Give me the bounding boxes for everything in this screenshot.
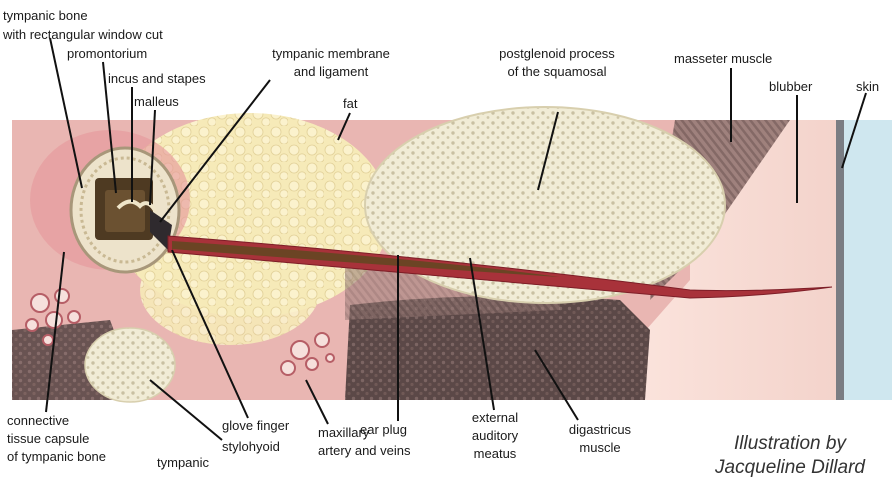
label-ear-plug: ear plug bbox=[360, 422, 407, 437]
label-tympanic: tympanic bbox=[157, 455, 209, 470]
label-malleus: malleus bbox=[134, 94, 179, 109]
label-external-auditory-meatus: external auditory meatus bbox=[462, 410, 528, 461]
label-stylohyoid: stylohyoid bbox=[222, 439, 280, 454]
label-promontorium: promontorium bbox=[67, 46, 147, 61]
label-incus-and-stapes: incus and stapes bbox=[108, 71, 206, 86]
label-connective-tissue-capsule: connective tissue capsule of tympanic bo… bbox=[7, 413, 106, 464]
label-digastricus-muscle: digastricus muscle bbox=[555, 422, 645, 455]
label-tympanic-bone-window: tympanic bone with rectangular window cu… bbox=[3, 8, 163, 42]
skin-layer bbox=[836, 120, 844, 400]
label-fat: fat bbox=[343, 96, 357, 111]
label-postglenoid-process: postglenoid process of the squamosal bbox=[478, 46, 636, 79]
label-masseter-muscle: masseter muscle bbox=[674, 51, 772, 66]
label-glove-finger: glove finger bbox=[222, 418, 289, 433]
label-skin: skin bbox=[856, 79, 879, 94]
illustration-credit: Illustration by Jacqueline Dillard bbox=[690, 433, 890, 479]
label-tympanic-membrane: tympanic membrane and ligament bbox=[248, 46, 414, 79]
label-blubber: blubber bbox=[769, 79, 812, 94]
stylohyoid-shape bbox=[85, 328, 175, 402]
